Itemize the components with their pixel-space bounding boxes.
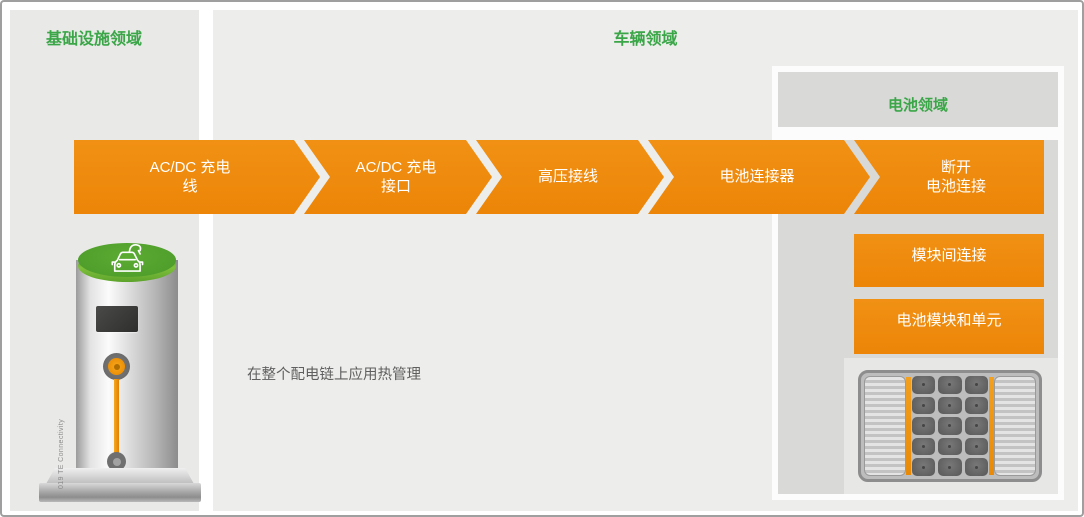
flow-step-battery-disconnect: 断开 电池连接 [854,140,1044,214]
battery-cell [912,396,936,415]
infrastructure-domain-title: 基础设施领域 [46,31,143,48]
battery-cell [912,437,936,456]
battery-cell [938,396,962,415]
battery-cell [964,458,988,476]
flow-step-acdc-charging-inlet: AC/DC 充电 接口 [304,140,492,214]
flow-step-label: 线 [182,178,198,195]
flow-step-label: AC/DC 充电 [355,158,437,176]
battery-cell [938,458,962,476]
flow-step-acdc-charging-cable: AC/DC 充电 线 [74,140,320,214]
flow-step-label: 电池连接器 [719,168,795,186]
cooling-fin-right [994,376,1036,476]
ev-car-charging-icon [102,240,152,281]
copyright-text: 019 TE Connectivity [58,418,65,489]
battery-cell [912,376,936,394]
charging-station-base-top [46,468,194,484]
cooling-fin-left [864,376,906,476]
charging-socket-dot [113,363,120,370]
busbar-strip-right [989,377,994,475]
battery-cell [964,376,988,394]
battery-cell [938,417,962,435]
flow-step-hv-wiring: 高压接线 [476,140,664,214]
charging-cable [114,379,119,455]
battery-cell [912,417,936,435]
battery-cell-grid [911,376,989,476]
charging-station-cap [78,243,176,277]
charging-station-screen [96,306,138,332]
battery-pack-illustration [858,370,1042,482]
box-battery-modules-and-cells: 电池模块和单元 [854,299,1044,354]
flow-step-label: 接口 [380,178,411,195]
flow-step-battery-connector: 电池连接器 [648,140,870,214]
charging-cable-end [107,452,126,471]
vehicle-domain-title: 车辆领域 [613,31,678,48]
flow-step-label: 高压接线 [537,168,598,186]
battery-cell [964,437,988,456]
battery-cell [912,458,936,476]
box-intermodule-connection: 模块间连接 [854,234,1044,287]
charging-socket [103,353,130,380]
charging-cable-end-dot [112,457,121,466]
battery-domain-title: 电池领域 [887,97,948,114]
battery-panel-divider [778,127,1058,140]
flow-step-label: 电池连接 [925,178,986,195]
battery-cell [964,396,988,415]
flow-step-label: 断开 [940,158,971,176]
charging-station-base [39,483,201,502]
charging-socket-inner [108,358,125,375]
battery-cell [938,376,962,394]
battery-cell [938,437,962,456]
battery-cell [964,417,988,435]
thermal-management-note: 在整个配电链上应用热管理 [247,367,421,383]
flow-step-label: AC/DC 充电 [149,158,231,176]
busbar-strip-left [906,377,911,475]
